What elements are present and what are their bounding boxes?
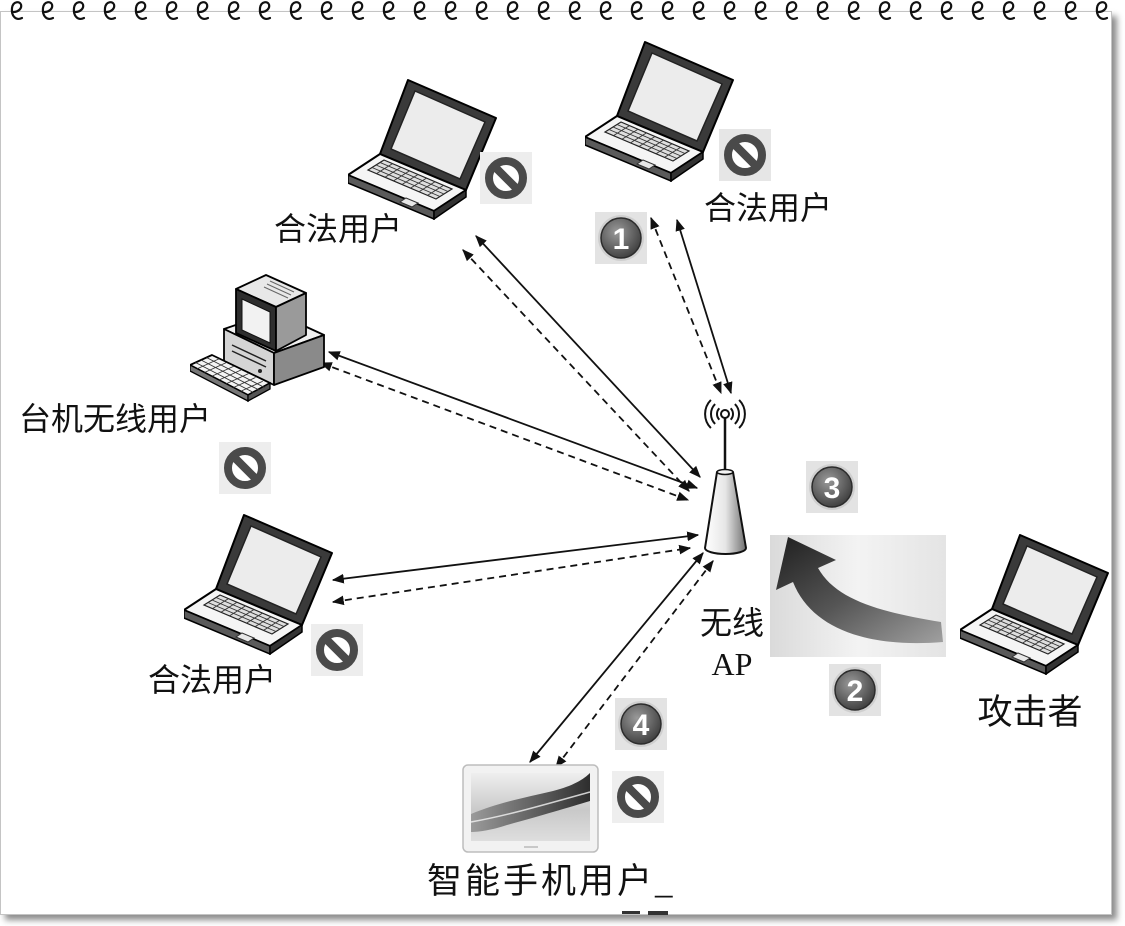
binding-ring [41,1,55,20]
tablet-wallpaper-highlight [470,791,591,823]
laptop-icon [585,41,734,182]
binding-ring [940,1,954,20]
link-dashed-laptop-top-right [650,216,722,395]
binding-ring [754,1,768,20]
tablet-wallpaper-wave [471,773,590,832]
node-laptop-top-left: 合法用户 [274,79,532,247]
node-desktop: 台机无线用户 [19,274,325,494]
prohibited-icon [621,780,655,814]
link-dashed-laptop-bottom-left [331,544,692,606]
access-point-body [704,471,747,555]
binding-ring [599,1,613,20]
access-point-top [716,468,734,476]
binding-ring [444,1,458,20]
cropped-text-fragment [648,911,668,915]
desktop-computer-icon [190,274,325,402]
prohibited-icon [228,451,262,485]
node-laptop-top-right: 合法用户 [585,41,832,226]
binding-ring [785,1,799,20]
binding-ring [971,1,985,20]
binding-ring [289,1,303,20]
node-label: 台机无线用户 [19,401,211,437]
binding-ring [661,1,675,20]
antenna-tip [720,409,730,419]
prohibited-icon [489,161,523,195]
binding-ring [320,1,334,20]
link-dashed-laptop-top-left [462,249,690,492]
binding-ring [1033,1,1047,20]
link-solid-laptop-bottom-left [331,531,700,584]
badge-circle [600,217,642,259]
binding-ring [72,1,86,20]
node-laptop-bottom-left: 合法用户 [148,514,363,698]
step-badge-4: 4 [615,698,667,750]
binding-ring [351,1,365,20]
node-tablet: 智能手机用户_ [427,764,676,915]
binding-ring [847,1,861,20]
signal-waves-icon [704,399,746,429]
access-point-label-line1: 无线 [700,605,764,641]
binding-ring [630,1,644,20]
prohibited-icon [728,138,762,172]
link-solid-desktop [327,351,699,489]
laptop-icon [960,534,1109,675]
badge-circle [834,669,876,711]
cropped-text-fragment [622,911,640,914]
tablet-icon [462,764,599,853]
badge-circle [620,703,662,745]
step-badge-2: 2 [829,664,881,716]
attacker-label: 攻击者 [977,693,1082,732]
badge-number: 3 [824,472,841,505]
binding-ring [165,1,179,20]
binding-rings [10,1,1109,20]
binding-ring [103,1,117,20]
binding-ring [909,1,923,20]
links [319,216,733,768]
binding-ring [816,1,830,20]
laptop-icon [348,79,497,220]
binding-ring [258,1,272,20]
binding-ring [475,1,489,20]
node-label: 合法用户 [704,190,832,226]
wireless-access-point-icon [704,399,747,555]
binding-ring [692,1,706,20]
binding-ring [723,1,737,20]
link-solid-laptop-top-left [475,235,701,478]
binding-ring [878,1,892,20]
binding-ring [1002,1,1016,20]
badge-number: 1 [613,223,630,256]
link-solid-laptop-top-right [675,218,733,395]
step-badge-1: 1 [595,212,647,264]
binding-ring [1095,1,1109,20]
node-label: 合法用户 [274,211,402,247]
binding-ring [506,1,520,20]
binding-ring [227,1,241,20]
laptop-icon [184,514,333,655]
binding-ring [1064,1,1078,20]
access-point-label-line2: AP [712,646,753,682]
node-label: 合法用户 [148,662,276,698]
attack-arrow [776,537,943,644]
binding-ring [382,1,396,20]
badge-number: 2 [847,675,864,708]
binding-ring [568,1,582,20]
node-label: 智能手机用户_ [427,862,676,901]
link-dashed-desktop [319,362,690,501]
curved-arrow-icon [770,535,946,657]
step-badge-3: 3 [806,461,858,513]
prohibited-icon [320,633,354,667]
access-point: 无线 AP [700,399,764,682]
badge-number: 4 [633,709,650,742]
binding-ring [413,1,427,20]
binding-ring [10,1,24,20]
binding-ring [537,1,551,20]
binding-ring [134,1,148,20]
binding-ring [196,1,210,20]
node-attacker: 攻击者 [960,534,1109,732]
badge-circle [811,466,853,508]
